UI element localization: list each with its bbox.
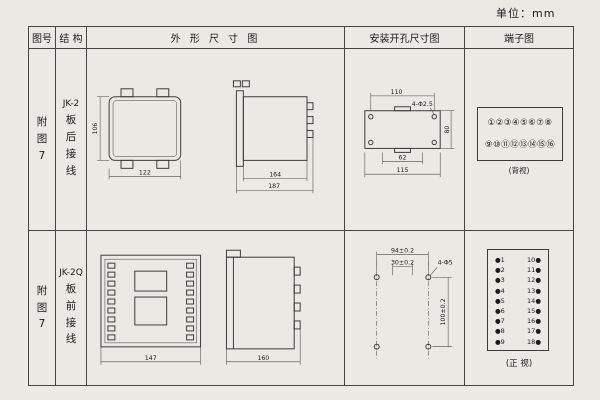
- figure-number-row1: 附 图 7: [29, 49, 56, 231]
- outline-drawing-jk2: 106 122: [92, 80, 314, 194]
- dim-depth-total: 187: [268, 183, 280, 190]
- header-terminal-diagram: 端子图: [465, 27, 573, 49]
- terminal-diagram-row2: ●1 ●2 ●3 ●4 ●5 ●6 ●7 ●8 ●9 10● 11● 12● 1…: [465, 231, 573, 385]
- terminal-box: ①②③④⑤⑥⑦⑧ ⑨⑩⑪⑫⑬⑭⑮⑯: [477, 107, 563, 161]
- outline-drawing-row1: 106 122: [87, 49, 345, 231]
- header-install-holes: 安装开孔尺寸图: [345, 27, 465, 49]
- install-drawing-row1: 110 4-Φ2.5 80 62 115: [345, 49, 465, 231]
- relay-front-view: [100, 254, 202, 348]
- terminal-left-column: ●1 ●2 ●3 ●4 ●5 ●6 ●7 ●8 ●9: [495, 256, 505, 346]
- relay-front-view: [108, 88, 182, 169]
- model-label: JK-2Q: [59, 267, 83, 278]
- figure-label: 附 图 7: [36, 284, 48, 331]
- outline-drawing-row2: 147 160: [87, 231, 345, 385]
- structure-row1: JK-2 板 后 接 线: [56, 49, 87, 231]
- wiring-type-label: 板 后 接 线: [65, 114, 77, 177]
- dimension-lines: [236, 137, 314, 194]
- install-holes-jk2q: 94±0.2 30±0.2 4-Φ5 100±0.2: [373, 247, 453, 359]
- dim-width: 147: [145, 355, 157, 362]
- dim-hole-span: 110: [391, 89, 403, 96]
- mounting-holes: [373, 274, 432, 350]
- dim-depth: 160: [257, 355, 269, 362]
- terminal-right-column: 10● 11● 12● 13● 14● 15● 16● 17● 18●: [527, 256, 541, 346]
- header-structure: 结 构: [56, 27, 87, 49]
- figure-label: 附 图 7: [36, 116, 48, 162]
- dim-span-total: 115: [397, 167, 409, 174]
- holes-callout: 4-Φ5: [438, 259, 453, 266]
- terminal-box: ●1 ●2 ●3 ●4 ●5 ●6 ●7 ●8 ●9 10● 11● 12● 1…: [487, 249, 549, 351]
- model-label: JK-2: [62, 99, 80, 110]
- centerlines: [376, 261, 429, 359]
- relay-side-view: [232, 80, 314, 167]
- cutout-outline: [364, 106, 441, 153]
- terminal-diagram-row1: ①②③④⑤⑥⑦⑧ ⑨⑩⑪⑫⑬⑭⑮⑯ (背视): [465, 49, 573, 231]
- dim-depth: 164: [269, 171, 281, 178]
- dim-height: 80: [444, 126, 451, 134]
- outline-drawing-jk2q: 147 160: [100, 249, 301, 365]
- structure-row2: JK-2Q 板 前 接 线: [56, 231, 87, 385]
- dim-height: 100±0.2: [440, 298, 447, 325]
- install-drawing-row2: 94±0.2 30±0.2 4-Φ5 100±0.2: [345, 231, 465, 385]
- dim-span-inner: 62: [399, 154, 407, 161]
- dimension-lines: [100, 346, 201, 365]
- unit-label: 单位：mm: [496, 7, 556, 20]
- dim-width: 122: [139, 169, 151, 176]
- dimension-lines: [97, 96, 181, 180]
- wiring-type-label: 板 前 接 线: [65, 282, 77, 346]
- install-holes-jk2: 110 4-Φ2.5 80 62 115: [364, 89, 455, 178]
- figure-number-row2: 附 图 7: [29, 231, 56, 385]
- dim-height: 106: [92, 123, 99, 135]
- header-outline-dimensions: 外 形 尺 寸 图: [87, 27, 345, 49]
- holes-callout: 4-Φ2.5: [412, 101, 433, 108]
- dimension-lines: [364, 92, 455, 178]
- relay-side-view: [225, 249, 301, 350]
- dim-span-outer: 94±0.2: [391, 247, 414, 254]
- header-figure-number: 图号: [29, 27, 56, 49]
- view-label: (背视): [508, 166, 530, 175]
- dim-span-inner: 30±0.2: [391, 259, 414, 266]
- terminal-row-bottom: ⑨⑩⑪⑫⑬⑭⑮⑯: [484, 140, 556, 150]
- view-label: (正 视): [505, 359, 533, 369]
- dimension-lines: [376, 251, 453, 347]
- terminal-row-top: ①②③④⑤⑥⑦⑧: [487, 118, 553, 128]
- spec-table: 图号 结 构 外 形 尺 寸 图 安装开孔尺寸图 端子图 附 图 7 JK-2 …: [28, 26, 574, 386]
- dimension-lines: [226, 328, 301, 365]
